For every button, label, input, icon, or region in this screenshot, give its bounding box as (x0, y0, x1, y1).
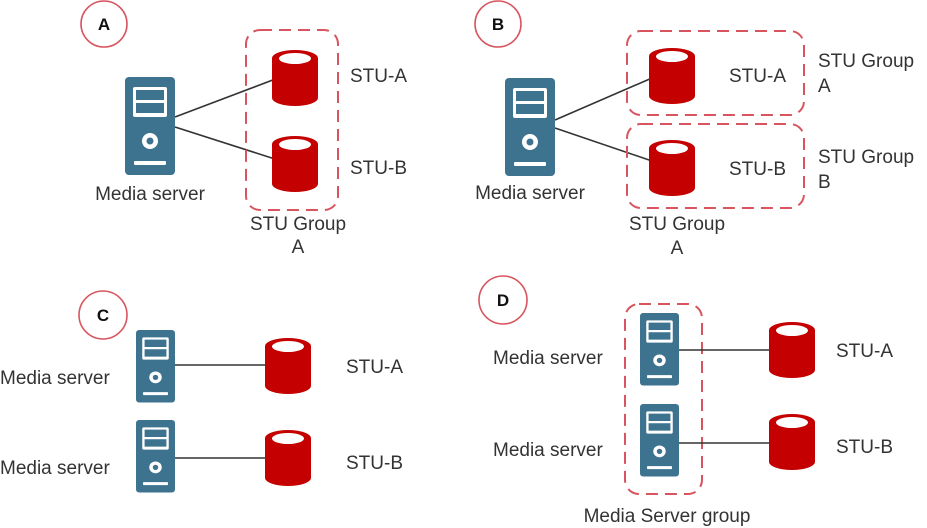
server-label: Media server (493, 348, 603, 369)
storage-unit-label: STU-A (350, 66, 407, 87)
stu-group-label: STU Group (818, 147, 914, 168)
stu-group-bottom-label: STU Group (629, 214, 725, 235)
panel-badge: C (78, 290, 128, 340)
storage-unit-label: STU-A (346, 357, 403, 378)
stu-group-label: STU Group (250, 214, 346, 235)
storage-unit-icon (649, 48, 695, 104)
badge-circle (474, 0, 522, 48)
server-icon (125, 77, 175, 175)
badge-circle (478, 275, 528, 325)
media-server-group-label: Media Server group (584, 506, 751, 527)
storage-unit-icon (272, 50, 318, 106)
storage-unit-icon (272, 136, 318, 192)
panel-c: C Media server Media server STU-A STU-B (0, 290, 403, 493)
server-label: Media server (95, 184, 205, 205)
stu-group-box (626, 123, 805, 209)
storage-unit-icon (265, 338, 311, 394)
server-icon (136, 330, 175, 403)
storage-unit-icon (769, 414, 815, 470)
server-icon (640, 313, 679, 386)
connection-line (174, 77, 279, 118)
stu-group-label: A (818, 76, 831, 97)
panel-badge: D (478, 275, 528, 325)
stu-group-box (245, 29, 339, 211)
badge-label: D (497, 291, 509, 310)
panel-badge: B (474, 0, 522, 48)
storage-unit-icon (265, 430, 311, 486)
server-icon (640, 404, 679, 477)
server-label: Media server (0, 368, 110, 389)
badge-circle (78, 290, 128, 340)
panel-badge: A (80, 0, 128, 48)
storage-unit-label: STU-B (729, 159, 786, 180)
connection-line (174, 126, 279, 161)
stu-group-label: A (292, 237, 305, 258)
stu-group-bottom-label: A (671, 238, 684, 259)
storage-unit-label: STU-A (729, 66, 786, 87)
panel-d: D Media server Media server STU-A STU-B … (478, 275, 893, 527)
server-label: Media server (475, 183, 585, 204)
panel-a: A Media server STU-A STU-B STU Group A (80, 0, 407, 258)
server-icon (505, 78, 555, 176)
server-label: Media server (493, 440, 603, 461)
storage-unit-icon (649, 140, 695, 196)
badge-circle (80, 0, 128, 48)
stu-group-box (626, 30, 805, 116)
storage-unit-label: STU-B (350, 158, 407, 179)
badge-label: C (97, 306, 109, 325)
storage-unit-icon (769, 322, 815, 378)
stu-group-label: STU Group (818, 51, 914, 72)
badge-label: B (492, 15, 504, 34)
connection-line (554, 77, 653, 121)
server-label: Media server (0, 458, 110, 479)
storage-unit-label: STU-A (836, 341, 893, 362)
panel-b: B Media server STU-A STU-B STU Group A S… (474, 0, 914, 259)
media-server-group-box (624, 303, 703, 495)
storage-unit-label: STU-B (836, 437, 893, 458)
storage-unit-label: STU-B (346, 453, 403, 474)
badge-label: A (98, 15, 110, 34)
server-icon (136, 420, 175, 493)
stu-group-label: B (818, 172, 831, 193)
connection-line (554, 127, 653, 162)
